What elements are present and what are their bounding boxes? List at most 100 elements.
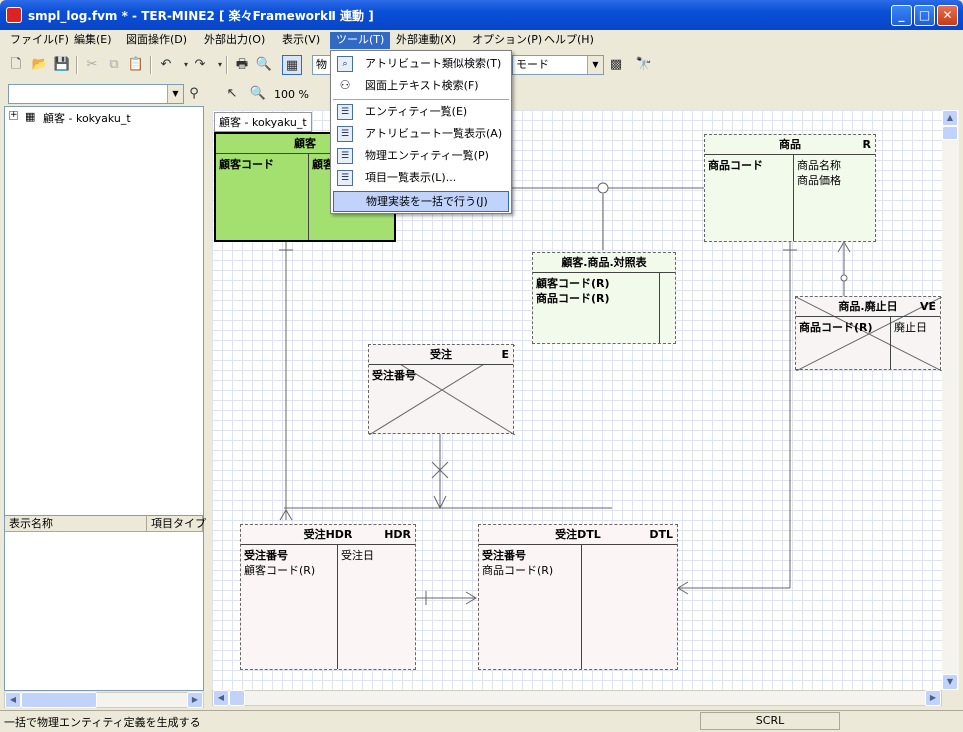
app-icon[interactable] — [6, 7, 22, 23]
menu-item-attribute-similar-search[interactable]: ⌕ アトリビュート類似検索(T) — [333, 53, 509, 75]
menu-item-bulk-physical-implementation[interactable]: 物理実装を一括で行う(J) — [333, 191, 509, 212]
menu-item-attribute-list[interactable]: ☰アトリビュート一覧表示(A) — [333, 123, 509, 145]
entity-juchu[interactable]: 受注 E 受注番号 — [368, 344, 515, 435]
entity-key: 受注番号 — [244, 549, 288, 562]
chevron-down-icon[interactable]: ▼ — [587, 56, 603, 74]
menu-edit[interactable]: 編集(E) — [74, 33, 112, 46]
minimize-button[interactable]: _ — [891, 5, 912, 26]
menu-file[interactable]: ファイル(F) — [10, 33, 69, 46]
binoculars-icon[interactable]: 🔭 — [635, 57, 653, 72]
left-hscrollbar[interactable]: ◀ ▶ — [4, 692, 204, 708]
entity-tag: R — [862, 138, 871, 151]
menu-drawing[interactable]: 図面操作(D) — [126, 33, 188, 46]
save-icon[interactable]: 💾 — [53, 57, 71, 72]
left-filter-combo[interactable]: ▼ — [8, 84, 184, 104]
entity-attr: 受注日 — [341, 549, 374, 562]
status-scroll-lock: SCRL — [700, 712, 840, 730]
search-icon: ⌕ — [337, 56, 353, 72]
entity-type-combo[interactable]: 物 — [312, 55, 332, 75]
menu-tools[interactable]: ツール(T) — [330, 32, 391, 49]
menu-help[interactable]: ヘルプ(H) — [544, 33, 594, 46]
menu-item-label: 項目一覧表示(L)... — [365, 171, 457, 184]
maximize-button[interactable]: □ — [914, 5, 935, 26]
zoom-icon[interactable]: 🔍 — [249, 86, 267, 101]
entity-title: 受注HDR — [241, 525, 415, 545]
entity-key: 商品コード(R) — [482, 564, 554, 577]
find-user-icon[interactable]: ⚲ — [189, 86, 199, 101]
menu-item-label: アトリビュート類似検索(T) — [365, 57, 502, 70]
entity-juchu-hdr[interactable]: 受注HDR HDR 受注番号 顧客コード(R) 受注日 — [240, 524, 416, 670]
scroll-left-icon[interactable]: ◀ — [5, 692, 21, 708]
table-icon: ▦ — [25, 110, 36, 123]
pointer-icon[interactable]: ↖ — [226, 86, 238, 101]
entity-divider — [890, 317, 891, 369]
copy-icon[interactable]: ⧉ — [109, 57, 119, 72]
menu-item-text-search[interactable]: ⚇図面上テキスト検索(F) — [333, 75, 509, 97]
scroll-thumb[interactable] — [942, 126, 958, 140]
menu-item-label: エンティティ一覧(E) — [365, 105, 468, 118]
close-button[interactable]: ✕ — [937, 5, 958, 26]
scroll-down-icon[interactable]: ▼ — [942, 674, 958, 690]
window-title: smpl_log.fvm * - TER-MINE2 [ 楽々Framework… — [28, 9, 374, 23]
column-header-type[interactable]: 項目タイプ — [147, 516, 206, 532]
toolbar: 🗋 📂 💾 ✂ ⧉ 📋 ↶ ▾ ↷ ▾ 🖶 🔍 ▦ 物 モード▼ ▩ 🔭 — [0, 52, 963, 78]
entity-divider — [337, 545, 338, 669]
entity-tree[interactable]: + ▦ 顧客 - kokyaku_t — [4, 106, 204, 516]
entity-tag: DTL — [649, 528, 673, 541]
entity-attr: 顧客 — [312, 158, 334, 171]
zoom-level[interactable]: 100 % — [274, 88, 309, 101]
list-icon: ☰ — [337, 170, 353, 186]
new-file-icon[interactable]: 🗋 — [10, 57, 22, 72]
status-bar: 一括で物理エンティティ定義を生成する SCRL — [0, 710, 963, 732]
canvas-vscrollbar[interactable]: ▲ ▼ — [942, 110, 959, 690]
column-header-name[interactable]: 表示名称 — [5, 516, 147, 532]
scroll-thumb[interactable] — [21, 692, 97, 708]
entity-haishi[interactable]: 商品.廃止日 VE 商品コード(R) 廃止日 — [795, 296, 942, 371]
entity-title: 商品 — [705, 135, 875, 155]
menu-separator — [333, 99, 509, 100]
tree-item-kokyaku[interactable]: 顧客 - kokyaku_t — [43, 112, 131, 125]
entity-divider — [793, 155, 794, 241]
menu-item-entity-list[interactable]: ☰エンティティ一覧(E) — [333, 101, 509, 123]
entity-divider — [659, 273, 660, 343]
undo-icon[interactable]: ↶ — [160, 57, 172, 72]
redo-icon[interactable]: ↷ — [194, 57, 206, 72]
entity-title: 顧客 — [216, 134, 394, 154]
entity-title: 顧客.商品.対照表 — [533, 253, 675, 273]
entity-title: 商品.廃止日 — [796, 297, 940, 317]
redo-dropdown-icon[interactable]: ▾ — [217, 60, 222, 69]
er-diagram-canvas[interactable]: 顧客 顧客コード 顧客 商品 R 商品コード 商品名称 商品価格 顧客.商品.対… — [212, 110, 942, 690]
print-preview-icon[interactable]: 🔍 — [255, 57, 273, 72]
entity-tag: E — [501, 348, 509, 361]
entity-tag: VE — [919, 300, 936, 313]
status-message: 一括で物理エンティティ定義を生成する — [4, 716, 201, 729]
menu-item-physical-entity-list[interactable]: ☰物理エンティティ一覧(P) — [333, 145, 509, 167]
scroll-thumb[interactable] — [229, 690, 245, 706]
menu-export[interactable]: 外部出力(O) — [204, 33, 266, 46]
scroll-up-icon[interactable]: ▲ — [942, 110, 958, 126]
menu-options[interactable]: オプション(P) — [472, 33, 543, 46]
entity-shohin[interactable]: 商品 R 商品コード 商品名称 商品価格 — [704, 134, 876, 242]
cut-icon[interactable]: ✂ — [86, 57, 98, 72]
entity-taisho[interactable]: 顧客.商品.対照表 顧客コード(R) 商品コード(R) — [532, 252, 676, 344]
undo-dropdown-icon[interactable]: ▾ — [183, 60, 188, 69]
scroll-right-icon[interactable]: ▶ — [187, 692, 203, 708]
entity-juchu-dtl[interactable]: 受注DTL DTL 受注番号 商品コード(R) — [478, 524, 678, 670]
scroll-right-icon[interactable]: ▶ — [925, 690, 941, 706]
paste-icon[interactable]: 📋 — [127, 57, 145, 72]
menu-external[interactable]: 外部連動(X) — [396, 33, 457, 46]
canvas-hscrollbar[interactable]: ◀ ▶ — [212, 690, 942, 706]
print-icon[interactable]: 🖶 — [235, 57, 249, 72]
chevron-down-icon[interactable]: ▼ — [167, 85, 183, 103]
entity-tag: HDR — [384, 528, 411, 541]
grid-icon[interactable]: ▩ — [609, 57, 623, 72]
menu-item-field-list[interactable]: ☰ 項目一覧表示(L)... — [333, 167, 509, 189]
mode-combo[interactable]: モード▼ — [512, 55, 604, 75]
scroll-left-icon[interactable]: ◀ — [213, 690, 229, 706]
diagram-tab[interactable]: 顧客 - kokyaku_t — [214, 112, 312, 132]
menu-view[interactable]: 表示(V) — [282, 33, 321, 46]
expand-icon[interactable]: + — [9, 110, 18, 120]
physical-model-icon[interactable]: ▦ — [282, 55, 302, 75]
open-folder-icon[interactable]: 📂 — [31, 57, 49, 72]
menu-item-label: 図面上テキスト検索(F) — [365, 79, 479, 92]
